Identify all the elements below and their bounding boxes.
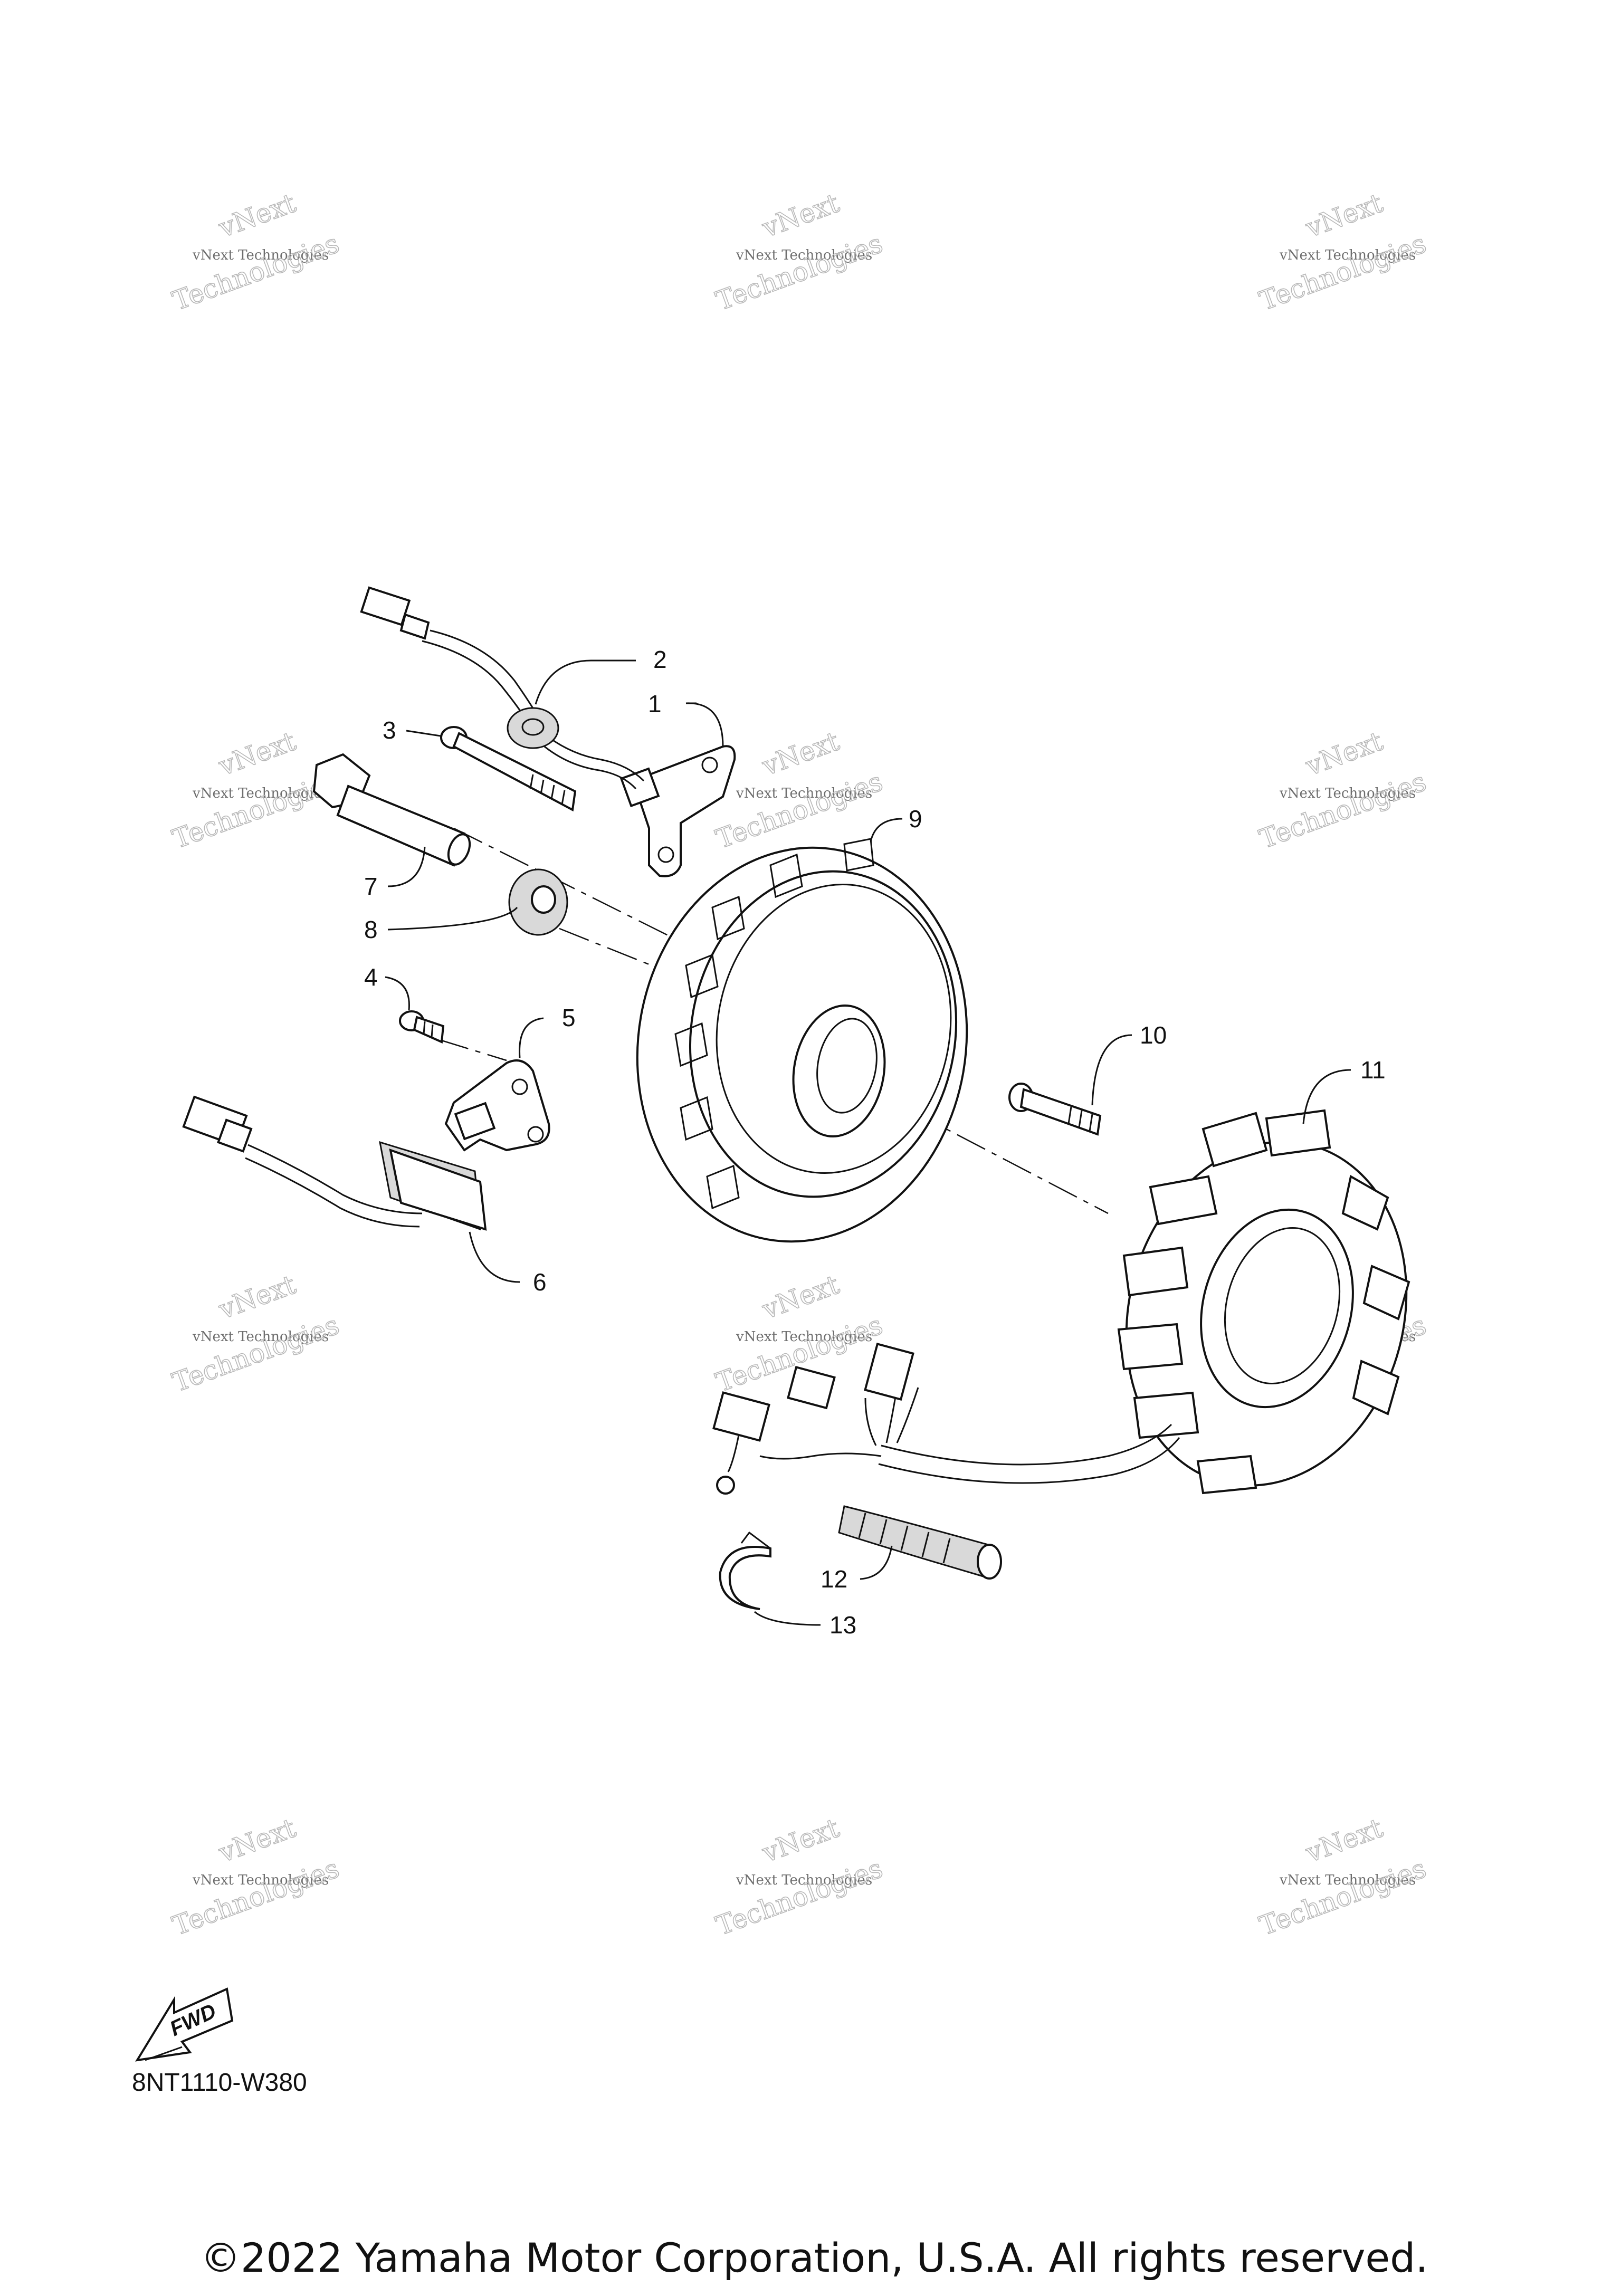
watermark-line2: Technologies	[168, 1853, 343, 1941]
watermark-line1: vNext	[758, 726, 843, 782]
callout-9: 9	[909, 805, 922, 833]
watermark: vNext vNext Technologies Technologies	[1255, 1812, 1430, 1942]
watermark: vNext vNext Technologies Technologies	[711, 725, 886, 855]
part-5-bracket	[444, 1059, 550, 1152]
watermark-line1: vNext	[1301, 726, 1387, 782]
connector	[712, 1391, 770, 1442]
axis-line-upper	[453, 827, 697, 951]
callout-13: 13	[829, 1611, 856, 1639]
callout-5: 5	[562, 1004, 576, 1031]
connector	[787, 1365, 836, 1410]
part-4-screw	[399, 1010, 445, 1044]
part-7-bolt	[312, 753, 471, 867]
watermark-small: vNext Technologies	[1279, 786, 1416, 801]
watermark: vNext vNext Technologies Technologies	[1255, 725, 1430, 855]
watermark-line2: Technologies	[712, 228, 886, 317]
connector	[864, 1343, 914, 1401]
part-11-stator	[1117, 1109, 1410, 1495]
watermark-small: vNext Technologies	[736, 1329, 872, 1345]
leader-lines	[385, 659, 1351, 1626]
watermark-small: vNext Technologies	[192, 786, 329, 801]
part-1-pulser-coil	[619, 745, 736, 877]
part-12-tube	[838, 1505, 1002, 1580]
watermark: vNext vNext Technologies Technologies	[168, 187, 343, 317]
ground-terminal	[716, 1476, 735, 1495]
watermark-line1: vNext	[214, 188, 300, 244]
watermark-small: vNext Technologies	[736, 786, 872, 801]
watermark: vNext vNext Technologies Technologies	[711, 187, 886, 317]
grommet	[507, 707, 559, 749]
watermark: vNext vNext Technologies Technologies	[711, 1812, 886, 1942]
watermark-small: vNext Technologies	[192, 1872, 329, 1888]
axis-line-pickup	[437, 1038, 507, 1061]
watermark-small: vNext Technologies	[736, 1872, 872, 1888]
watermark-line1: vNext	[758, 188, 843, 244]
axis-line-main	[865, 1086, 1109, 1214]
watermark-line2: Technologies	[168, 1309, 343, 1398]
fwd-arrow-icon: FWD	[135, 1987, 234, 2062]
watermark: vNext vNext Technologies Technologies	[1255, 187, 1430, 317]
watermark-line2: Technologies	[1255, 766, 1430, 855]
watermark-line1: vNext	[214, 1269, 300, 1325]
callout-8: 8	[364, 916, 378, 943]
part-6-pickup-cable	[182, 1095, 487, 1231]
copyright-notice: ©2022 Yamaha Motor Corporation, U.S.A. A…	[201, 2234, 1428, 2281]
callout-3: 3	[383, 716, 396, 744]
callout-1: 1	[648, 690, 662, 718]
part-2-grommet-cable	[360, 586, 645, 790]
watermark-small: vNext Technologies	[1279, 247, 1416, 263]
callout-10: 10	[1140, 1021, 1167, 1049]
watermark-line2: Technologies	[1255, 1853, 1430, 1941]
watermark-small: vNext Technologies	[192, 1329, 329, 1345]
callout-6: 6	[533, 1268, 547, 1296]
watermark-line1: vNext	[1301, 188, 1387, 244]
watermark: vNext vNext Technologies Technologies	[168, 1269, 343, 1399]
stator-wiring-harness	[712, 1343, 1180, 1495]
watermark-small: vNext Technologies	[1279, 1872, 1416, 1888]
callout-12: 12	[821, 1565, 847, 1593]
watermark-small: vNext Technologies	[736, 247, 872, 263]
part-9-flywheel	[636, 838, 968, 1243]
callouts: 1 2 3 4 5 6 7 8 9 10 11 12 13	[364, 646, 1386, 1639]
watermark-line1: vNext	[758, 1813, 843, 1869]
connector	[360, 586, 411, 626]
callout-7: 7	[364, 873, 378, 900]
watermark-line1: vNext	[214, 726, 300, 782]
diagram-code: 8NT1110-W380	[132, 2069, 307, 2097]
part-10-bolt	[1008, 1083, 1102, 1136]
axis-line-washer	[559, 927, 665, 972]
watermark-small: vNext Technologies	[192, 247, 329, 263]
watermark-line1: vNext	[758, 1269, 843, 1325]
watermark-line1: vNext	[214, 1813, 300, 1869]
assembly-axes	[437, 827, 1109, 1214]
part-13-clamp	[719, 1531, 771, 1610]
watermark-line2: Technologies	[168, 228, 343, 317]
callout-2: 2	[653, 646, 667, 673]
callout-4: 4	[364, 963, 378, 991]
watermark-line2: Technologies	[1255, 228, 1430, 317]
watermark-line2: Technologies	[712, 1853, 886, 1941]
part-3-screw	[440, 726, 577, 812]
part-8-washer	[508, 868, 568, 936]
callout-11: 11	[1360, 1056, 1386, 1084]
watermark: vNext vNext Technologies Technologies	[168, 1812, 343, 1942]
watermark-line1: vNext	[1301, 1813, 1387, 1869]
